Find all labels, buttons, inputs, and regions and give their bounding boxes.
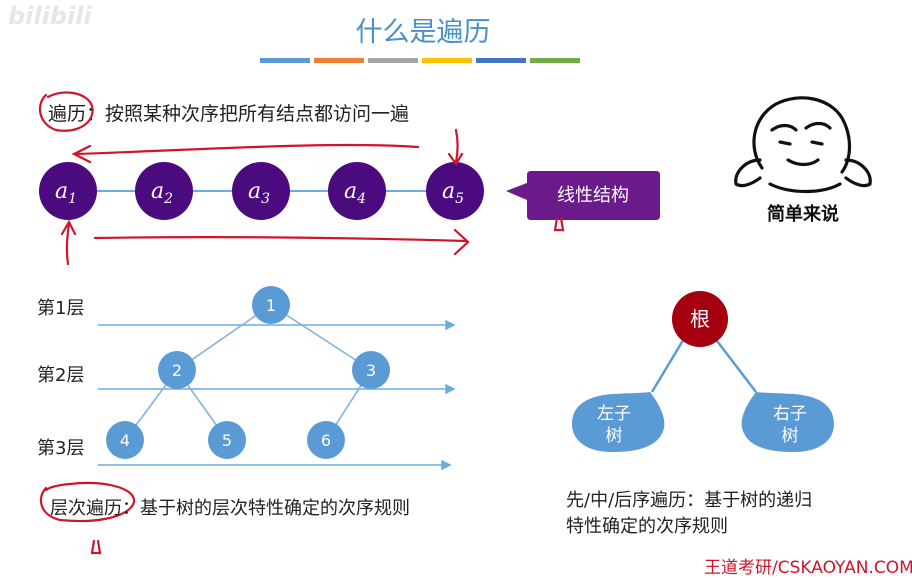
linear-node-a4: a4 — [328, 162, 386, 220]
svg-text:a1: a1 — [55, 179, 77, 207]
svg-text:3: 3 — [366, 361, 376, 380]
mark-annotation-2 — [90, 539, 102, 555]
thinking-face-icon — [734, 96, 872, 194]
right-subtree-label-line2: 树 — [782, 426, 799, 446]
svg-text:1: 1 — [266, 296, 276, 315]
level-label-3: 第3层 — [37, 438, 85, 459]
right-subtree-label-line1: 右子 — [773, 404, 807, 424]
color-bar-segment — [314, 58, 364, 63]
circle-annotation-traversal — [38, 91, 94, 132]
slide: bilibili 什么是遍历 遍历：按照某种次序把所有结点都访问一遍 a1 a2… — [8, 2, 912, 578]
color-bar-segment — [530, 58, 580, 63]
tree-node-3: 3 — [352, 351, 390, 389]
svg-text:6: 6 — [321, 431, 331, 450]
watermark: bilibili — [8, 2, 92, 30]
svg-text:a4: a4 — [344, 179, 366, 207]
right-subtree-shape — [741, 392, 834, 452]
recursive-definition-line1: 先/中/后序遍历：基于树的递归 — [566, 490, 813, 511]
emoji-caption: 简单来说 — [767, 203, 839, 225]
page-title: 什么是遍历 — [355, 17, 491, 48]
linear-structure-label: 线性结构 — [557, 185, 629, 206]
diagram-canvas: a1 a2 a3 a4 a5 线性结构 — [38, 91, 872, 555]
recursive-definition-line2: 特性确定的次序规则 — [566, 516, 728, 537]
subtree-edges — [650, 336, 757, 393]
level-order-definition: 层次遍历：基于树的层次特性确定的次序规则 — [50, 498, 410, 519]
level-label-1: 第1层 — [37, 298, 85, 319]
tree-node-2: 2 — [158, 351, 196, 389]
linear-structure-callout — [506, 171, 660, 220]
tree-node-5: 5 — [208, 421, 246, 459]
svg-text:根: 根 — [690, 307, 710, 331]
footer-brand: 王道考研/CSKAOYAN.COM — [704, 558, 912, 578]
handwritten-annotations — [38, 91, 565, 555]
arrow-down-annotation — [447, 128, 464, 167]
svg-text:a3: a3 — [248, 179, 270, 207]
linear-node-a1: a1 — [39, 162, 97, 220]
left-subtree-label-line2: 树 — [606, 426, 623, 446]
svg-text:a5: a5 — [442, 179, 464, 207]
linear-node-a2: a2 — [135, 162, 193, 220]
svg-text:4: 4 — [120, 431, 130, 450]
color-bar-segment — [476, 58, 526, 63]
arrow-forward-annotation — [93, 228, 470, 256]
linear-node-a5: a5 — [426, 162, 484, 220]
left-subtree-shape — [572, 392, 665, 452]
tree-node-1: 1 — [252, 286, 290, 324]
circle-annotation-level — [39, 481, 136, 523]
title-color-bar — [260, 58, 580, 63]
root-node: 根 — [672, 291, 728, 347]
level-label-2: 第2层 — [37, 365, 85, 386]
mark-annotation-1 — [553, 216, 565, 232]
svg-text:a2: a2 — [151, 179, 173, 207]
tree-node-6: 6 — [307, 421, 345, 459]
svg-text:5: 5 — [222, 431, 232, 450]
level-arrows — [98, 319, 456, 471]
arrow-back-annotation — [71, 143, 420, 164]
color-bar-segment — [422, 58, 472, 63]
left-subtree-label-line1: 左子 — [597, 404, 631, 424]
color-bar-segment — [368, 58, 418, 63]
arrow-up-annotation — [60, 219, 77, 266]
color-bar-segment — [260, 58, 310, 63]
tree-node-4: 4 — [106, 421, 144, 459]
traversal-definition: 遍历：按照某种次序把所有结点都访问一遍 — [48, 103, 410, 125]
linear-node-a3: a3 — [232, 162, 290, 220]
svg-text:2: 2 — [172, 361, 182, 380]
